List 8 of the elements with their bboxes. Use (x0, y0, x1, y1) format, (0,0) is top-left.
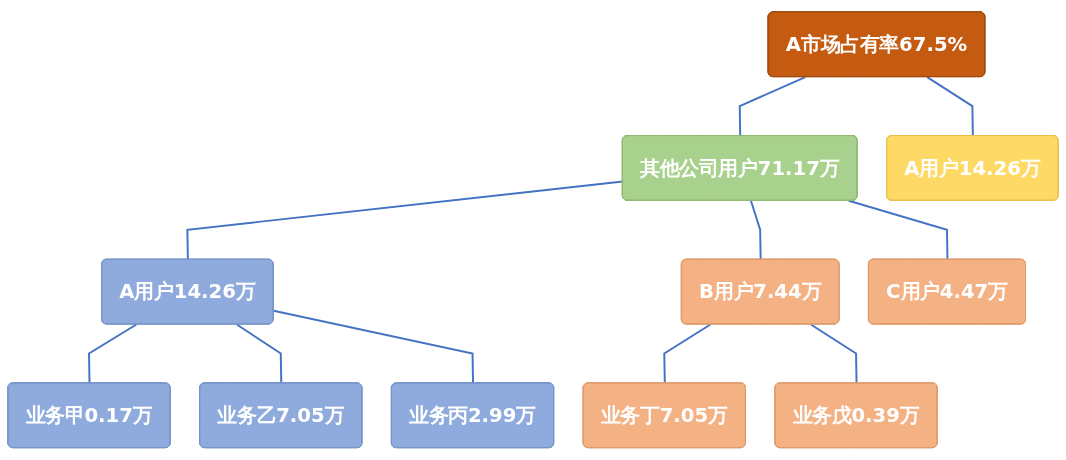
connector (847, 200, 949, 261)
connector (272, 309, 474, 385)
connector (663, 323, 712, 385)
connector (186, 180, 624, 261)
connector (235, 323, 283, 385)
connector (749, 200, 762, 261)
connector (809, 323, 858, 385)
connector (88, 323, 138, 385)
